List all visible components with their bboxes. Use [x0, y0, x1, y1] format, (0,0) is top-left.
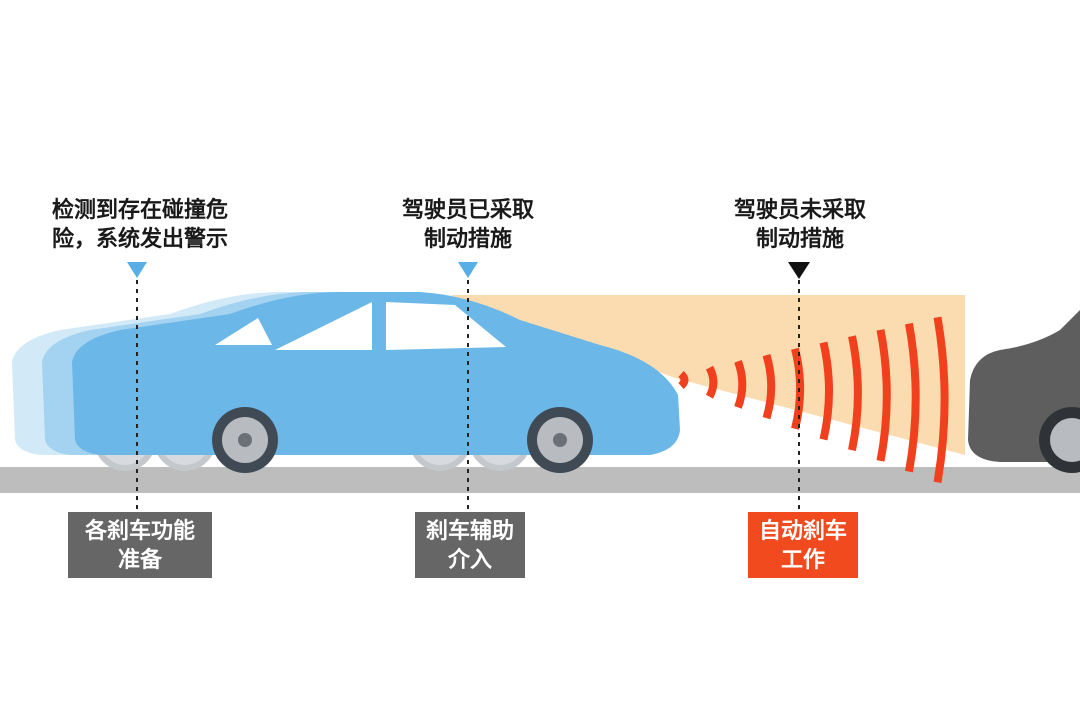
radar-arc: [678, 370, 689, 390]
label-collision-detected: 检测到存在碰撞危 险，系统发出警示: [51, 198, 228, 252]
dotted-lines: [136, 280, 800, 512]
radar-arc: [705, 365, 718, 399]
car-windows: [215, 302, 506, 350]
label-driver-not-braked: 驾驶员未采取 制动措施: [733, 198, 866, 252]
radar-arc: [905, 322, 920, 473]
label-driver-braked: 驾驶员已采取 制动措施: [401, 198, 534, 252]
road: [0, 467, 1080, 493]
radar-waves: [678, 316, 949, 483]
radar-arc: [734, 360, 747, 409]
radar-arc: [762, 353, 776, 420]
stage-brake-prepare: 各刹车功能 准备: [68, 512, 212, 578]
sensor-beam: [450, 295, 965, 455]
stage-auto-brake: 自动刹车 工作: [748, 512, 858, 578]
radar-arc: [819, 341, 833, 441]
stage-brake-assist: 刹车辅助 介入: [415, 512, 525, 578]
radar-arc: [791, 347, 805, 430]
front-car: [968, 310, 1080, 473]
radar-arc: [933, 316, 949, 483]
radar-arc: [876, 329, 891, 462]
wheels: [212, 407, 593, 473]
radar-arc: [848, 335, 862, 452]
marker-triangles: [127, 262, 810, 279]
